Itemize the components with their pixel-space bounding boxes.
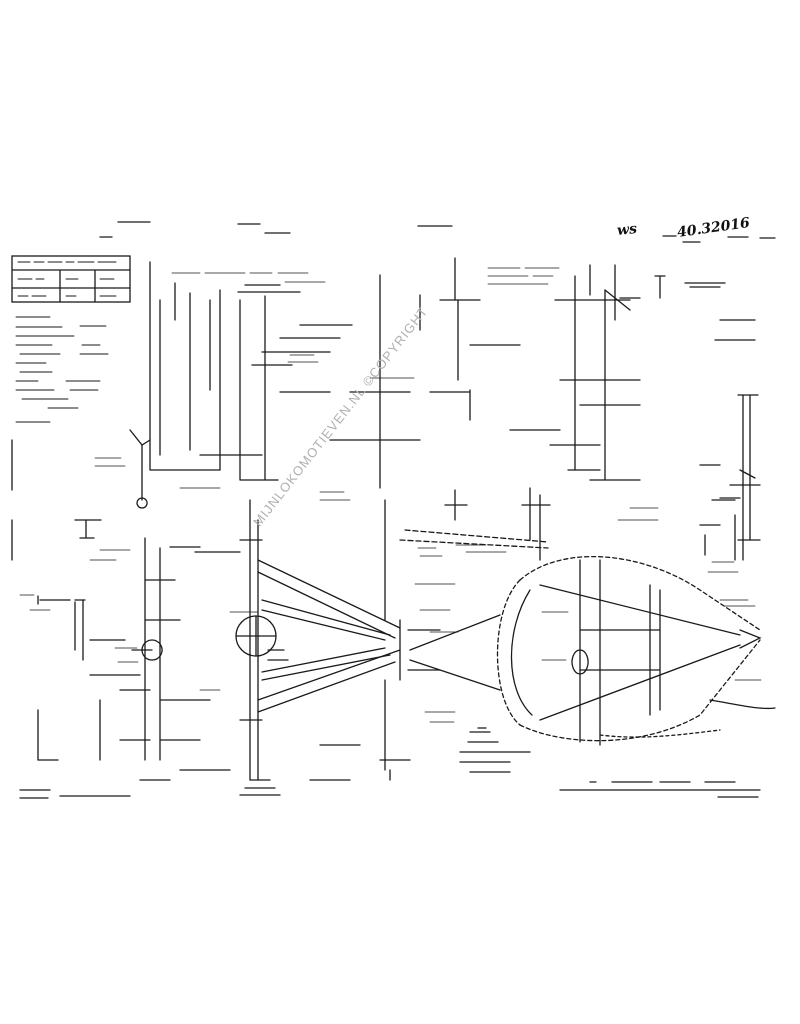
- center-dashed-details: [399, 487, 551, 561]
- lower-annotation: [459, 727, 531, 773]
- oval-spring-assembly: [496, 555, 776, 746]
- notes-list: [15, 316, 109, 423]
- wheelset-side-view: [235, 499, 289, 789]
- top-dash-lines: [99, 221, 776, 243]
- bottom-right-title: [559, 781, 761, 798]
- bottom-left-misc: [11, 439, 171, 799]
- upper-center-view: [279, 274, 601, 489]
- upper-left-section-view: [129, 261, 331, 509]
- frame-arms: [239, 499, 501, 796]
- title-block: [11, 255, 131, 303]
- right-side-details: [699, 394, 761, 561]
- annotation-scribbles: [19, 267, 762, 723]
- bogie-left-assembly: [37, 519, 241, 771]
- upper-right-section-view: [454, 257, 756, 481]
